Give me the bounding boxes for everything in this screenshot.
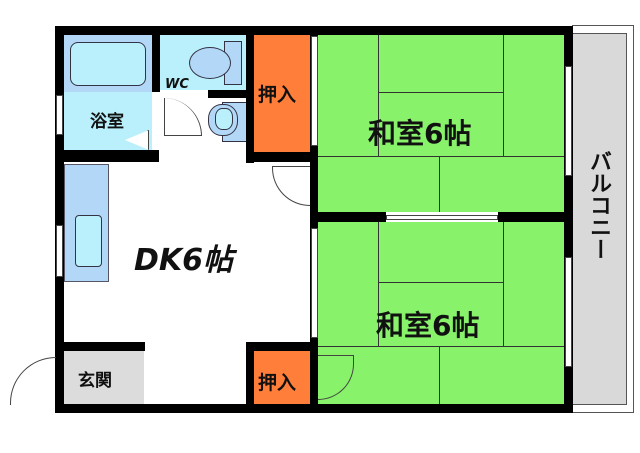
japanese-room-1-label: 和室6帖: [368, 117, 472, 150]
tatami-line: [503, 136, 504, 157]
tatami-line: [378, 136, 379, 157]
bathroom-label: 浴室: [90, 112, 124, 132]
tatami-line: [378, 282, 504, 283]
wall: [152, 35, 160, 92]
closet-top-label: 押入: [258, 84, 297, 106]
window: [56, 95, 63, 135]
window: [56, 225, 63, 277]
bathtub-icon: [70, 42, 146, 86]
wall: [55, 26, 64, 413]
wc-door[interactable]: [164, 98, 202, 136]
japanese-room-1: [318, 34, 564, 212]
tatami-line: [378, 34, 379, 136]
wall: [246, 152, 318, 162]
sliding-door[interactable]: [311, 36, 318, 146]
entrance-label: 玄関: [78, 371, 112, 391]
tatami-line: [318, 346, 564, 347]
wall: [55, 150, 159, 162]
tatami-line: [439, 156, 440, 212]
tatami-line: [378, 92, 504, 93]
window: [565, 66, 572, 176]
tatami-line: [318, 156, 564, 157]
tatami-line: [378, 222, 379, 346]
wall: [318, 212, 386, 222]
balcony-label: バルコニー: [586, 150, 611, 260]
sliding-door[interactable]: [311, 228, 318, 338]
japanese-room-2: [318, 222, 564, 404]
wall: [55, 342, 145, 351]
washbasin-inner-icon: [215, 108, 233, 130]
entrance-door[interactable]: [10, 357, 56, 405]
wall: [246, 342, 318, 351]
tatami-line: [503, 222, 504, 346]
tatami-line: [503, 34, 504, 136]
closet-bottom-label: 押入: [258, 372, 297, 394]
tatami-line: [439, 346, 440, 404]
wall: [310, 26, 318, 413]
wall: [208, 90, 254, 98]
sliding-door[interactable]: [386, 215, 498, 220]
closet-bottom: [254, 350, 310, 404]
wall: [498, 212, 564, 222]
dining-kitchen-label: DK6帖: [134, 243, 234, 278]
closet-top: [254, 34, 310, 152]
window: [565, 257, 572, 367]
kitchen-sink-icon: [75, 215, 102, 267]
wall: [246, 342, 254, 412]
wall: [564, 26, 573, 413]
toilet-bowl-icon: [189, 47, 231, 79]
wc-label: WC: [165, 77, 189, 92]
entrance: [64, 350, 144, 404]
japanese-room-2-label: 和室6帖: [376, 309, 480, 342]
wall: [246, 35, 254, 163]
